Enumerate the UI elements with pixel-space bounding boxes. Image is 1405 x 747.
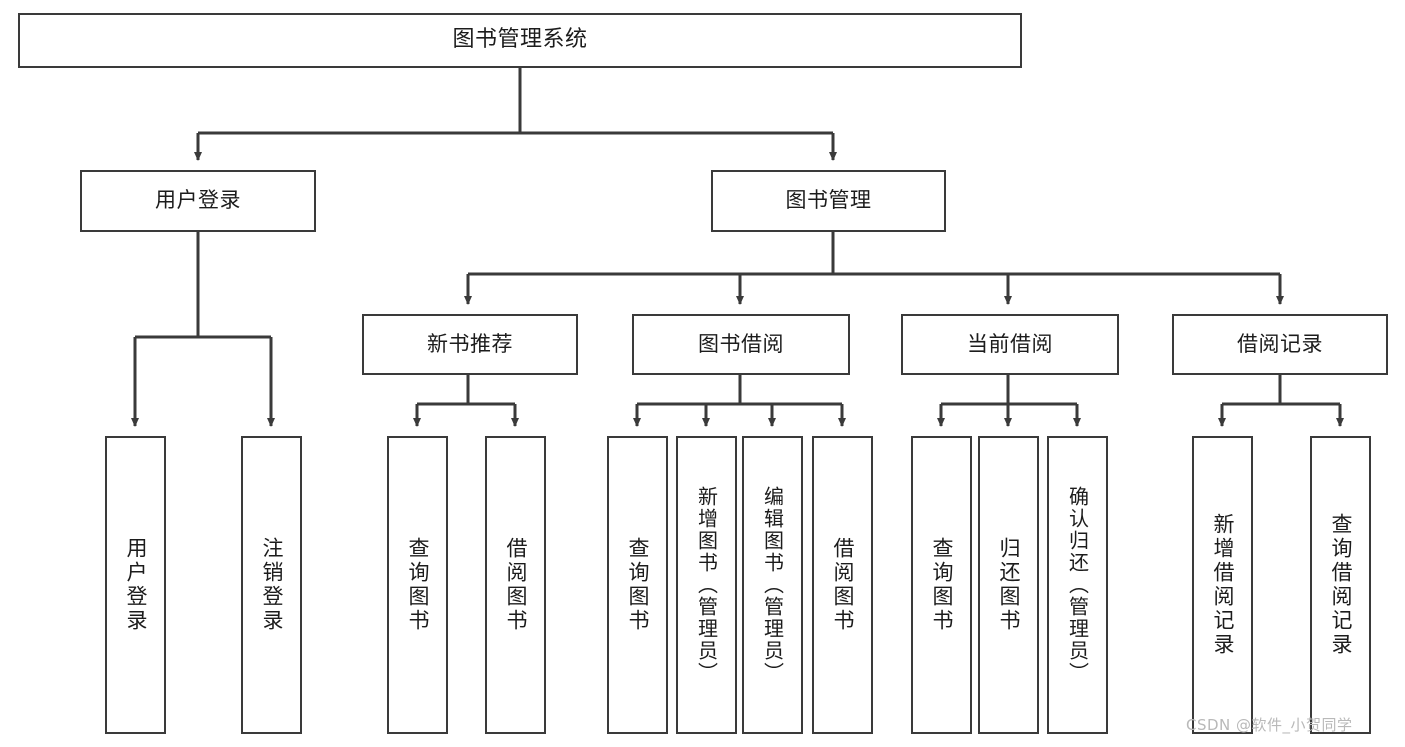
node-label: 用户登录	[155, 188, 241, 213]
node-label: 查询借阅记录	[1329, 513, 1353, 657]
node-label: 图书管理系统	[452, 27, 588, 53]
node-current-borrow[interactable]: 当前借阅	[901, 314, 1119, 375]
node-leaf-query-book-current[interactable]: 查询图书	[911, 436, 972, 734]
node-label: 注销登录	[260, 537, 284, 633]
node-leaf-return-book[interactable]: 归还图书	[978, 436, 1039, 734]
node-leaf-edit-book-admin[interactable]: 编辑图书（管理员）	[742, 436, 803, 734]
node-label: 借阅记录	[1237, 331, 1323, 356]
node-root-system[interactable]: 图书管理系统	[18, 13, 1022, 68]
node-label: 图书管理	[785, 188, 872, 213]
node-label: 查询图书	[626, 537, 650, 633]
node-label: 新书推荐	[427, 331, 513, 356]
node-new-book-recommend[interactable]: 新书推荐	[362, 314, 578, 375]
node-leaf-query-book-new[interactable]: 查询图书	[387, 436, 448, 734]
node-book-borrow[interactable]: 图书借阅	[632, 314, 850, 375]
node-label: 借阅图书	[504, 537, 528, 633]
node-borrow-record[interactable]: 借阅记录	[1172, 314, 1388, 375]
watermark-text: CSDN @软件_小贺同学	[1186, 716, 1353, 734]
node-leaf-add-book-admin[interactable]: 新增图书（管理员）	[676, 436, 737, 734]
node-leaf-borrow-book[interactable]: 借阅图书	[812, 436, 873, 734]
node-label: 归还图书	[997, 537, 1021, 633]
node-leaf-user-login[interactable]: 用户登录	[105, 436, 166, 734]
node-label: 编辑图书（管理员）	[760, 486, 785, 684]
node-label: 借阅图书	[831, 537, 855, 633]
node-label: 用户登录	[124, 537, 148, 633]
node-leaf-query-book-borrow[interactable]: 查询图书	[607, 436, 668, 734]
node-leaf-borrow-book-new[interactable]: 借阅图书	[485, 436, 546, 734]
node-leaf-logout[interactable]: 注销登录	[241, 436, 302, 734]
node-label: 查询图书	[930, 537, 954, 633]
node-book-management[interactable]: 图书管理	[711, 170, 946, 232]
node-label: 新增图书（管理员）	[694, 486, 719, 684]
node-leaf-confirm-return-admin[interactable]: 确认归还（管理员）	[1047, 436, 1108, 734]
node-label: 图书借阅	[698, 331, 784, 356]
node-label: 确认归还（管理员）	[1065, 486, 1090, 684]
node-leaf-query-borrow-record[interactable]: 查询借阅记录	[1310, 436, 1371, 734]
node-label: 新增借阅记录	[1211, 513, 1235, 657]
node-leaf-add-borrow-record[interactable]: 新增借阅记录	[1192, 436, 1253, 734]
node-user-login[interactable]: 用户登录	[80, 170, 316, 232]
node-label: 查询图书	[406, 537, 430, 633]
node-label: 当前借阅	[967, 331, 1053, 356]
